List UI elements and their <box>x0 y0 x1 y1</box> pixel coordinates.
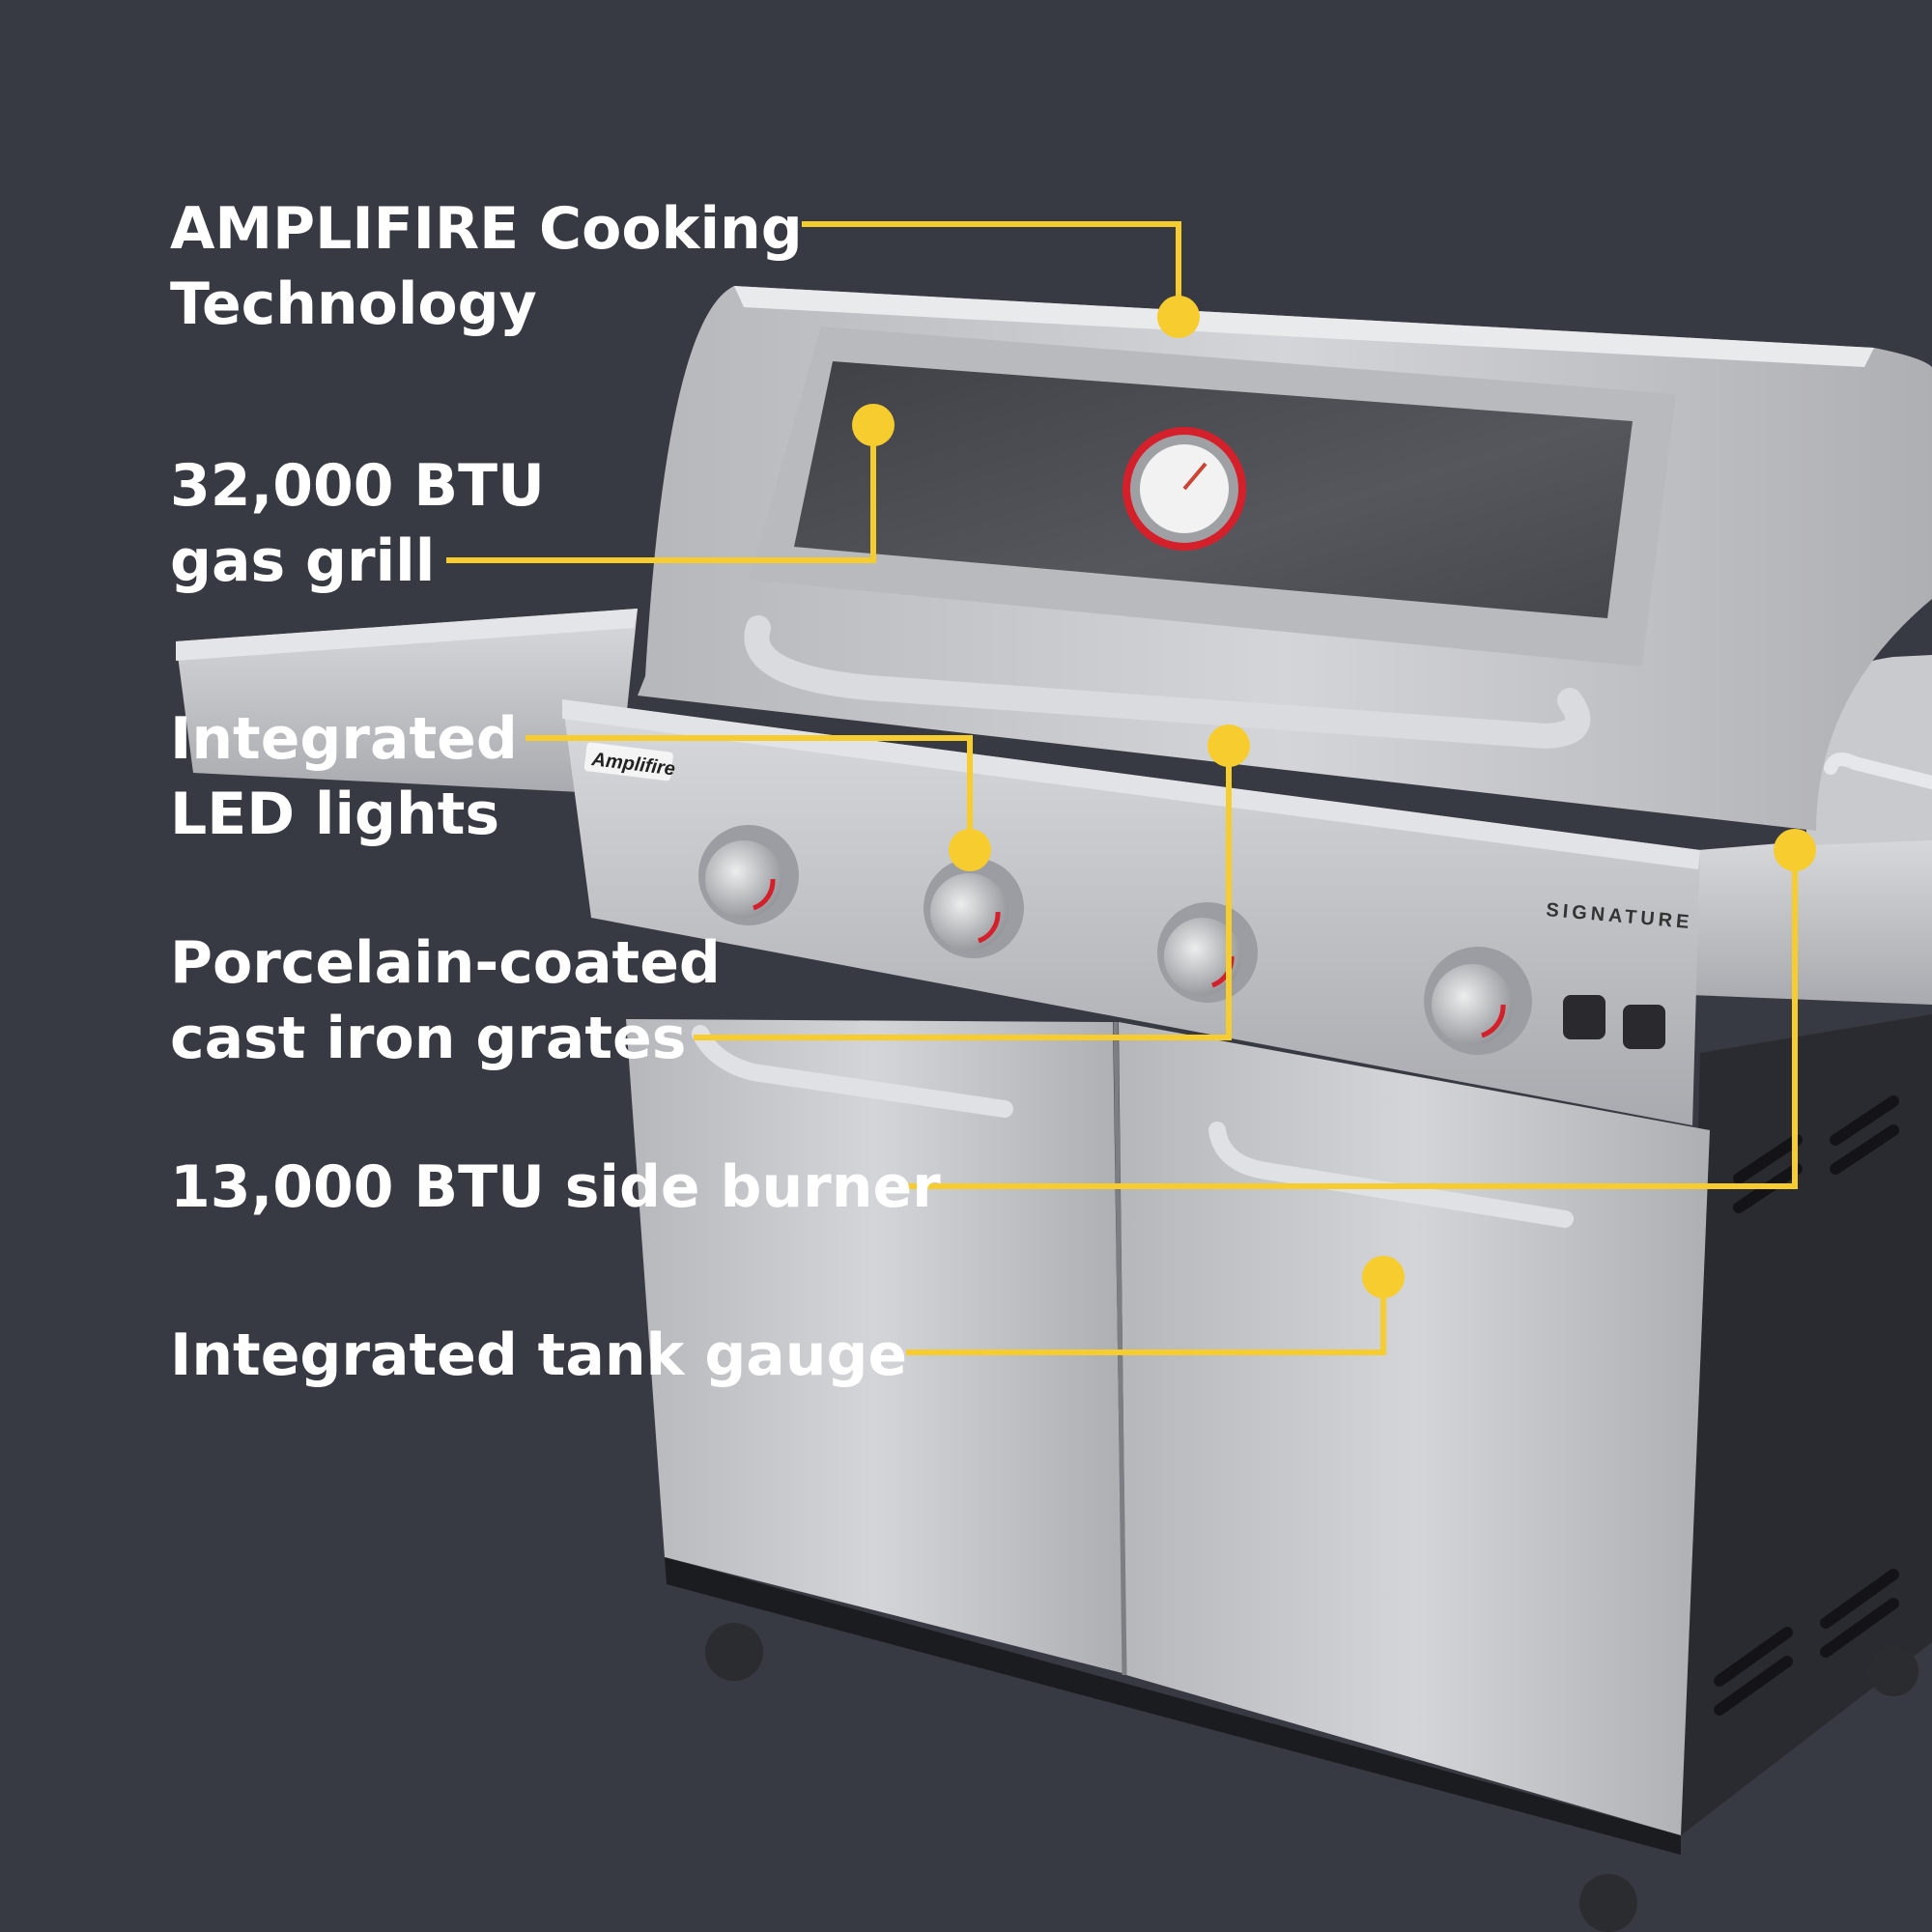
knob-3 <box>1157 902 1258 1003</box>
burner-knobs <box>698 825 1532 1055</box>
callout-label-grates: Porcelain-coated cast iron grates <box>170 929 721 1072</box>
lid-thermometer <box>1122 427 1246 551</box>
callout-line-side-burner <box>906 850 1798 1189</box>
left-side-shelf <box>176 609 638 794</box>
callout-line-btu-grill <box>446 425 876 563</box>
callout-line-led <box>526 735 973 850</box>
knob-4 <box>1424 947 1532 1055</box>
callout-line-tank-gauge <box>906 1277 1386 1355</box>
callout-label-side-burner: 13,000 BTU side burner <box>170 1153 941 1221</box>
side-burner-shelf <box>1690 831 1932 1005</box>
callout-label-tank-gauge: Integrated tank gauge <box>170 1321 908 1389</box>
callout-label-led: Integrated LED lights <box>170 705 518 848</box>
knob-2 <box>923 858 1024 958</box>
callout-label-amplifire: AMPLIFIRE Cooking Technology <box>170 195 803 338</box>
knob-1 <box>698 825 799 925</box>
callout-label-btu-grill: 32,000 BTU gas grill <box>170 452 545 595</box>
lid-handle <box>744 615 1591 750</box>
callout-line-grates <box>694 746 1232 1040</box>
caster-wheels <box>705 1623 1918 1932</box>
callout-line-amplifire <box>802 221 1181 317</box>
side-cabinet <box>1681 1014 1932 1835</box>
callout-dot-btu-grill <box>852 404 895 446</box>
callout-dot-tank-gauge <box>1362 1256 1405 1298</box>
callout-dot-side-burner <box>1774 829 1816 871</box>
control-buttons <box>1563 995 1665 1049</box>
callout-dot-amplifire <box>1157 296 1200 338</box>
control-panel <box>562 699 1700 1125</box>
callout-dot-led <box>949 829 991 871</box>
cabinet-base <box>665 1557 1681 1855</box>
cabinet-left-door <box>626 1019 1122 1673</box>
callout-dot-grates <box>1208 724 1250 767</box>
